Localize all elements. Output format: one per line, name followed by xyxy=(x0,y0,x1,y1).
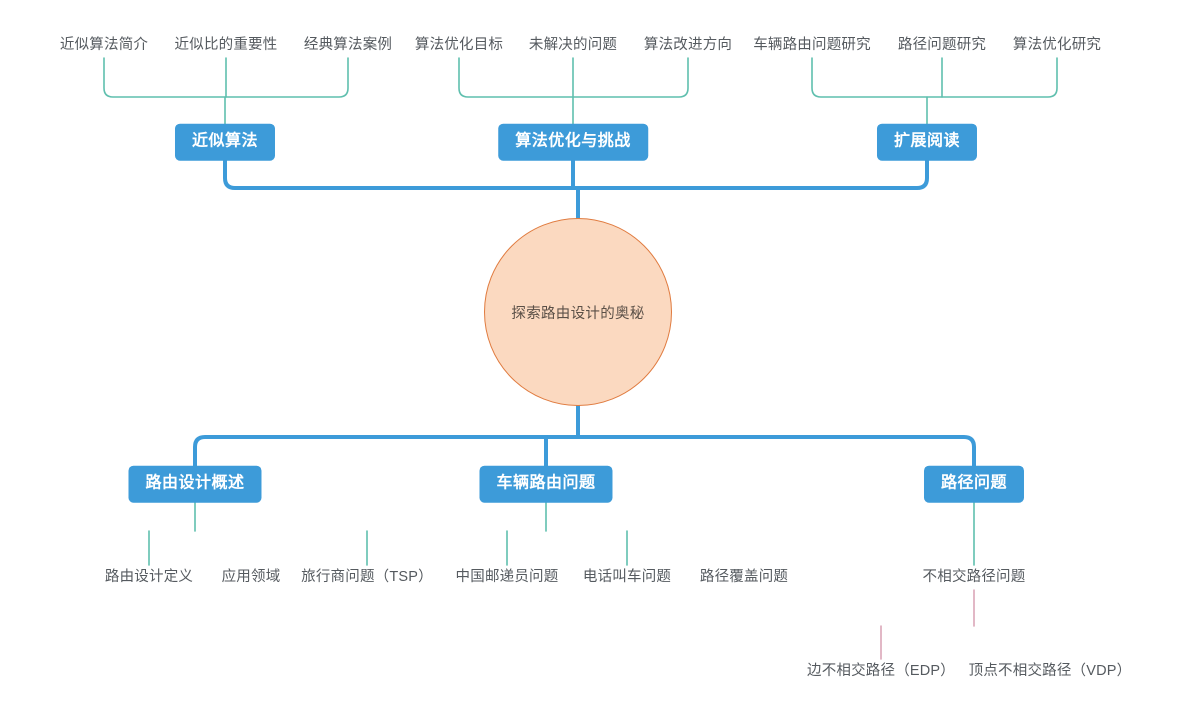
top-leaf-1-0[interactable]: 算法优化目标 xyxy=(414,36,504,53)
root-node-label: 探索路由设计的奥秘 xyxy=(511,305,645,322)
top-branch-0-bus xyxy=(103,57,349,98)
bottom-branch-node-1[interactable]: 车辆路由问题 xyxy=(479,465,613,503)
top-leaf-2-1[interactable]: 路径问题研究 xyxy=(897,36,987,53)
bottom-leaf-2-0[interactable]: 不相交路径问题 xyxy=(922,568,1026,585)
top-leaf-0-1[interactable]: 近似比的重要性 xyxy=(174,36,278,53)
top-branch-node-1[interactable]: 算法优化与挑战 xyxy=(498,123,648,161)
top-leaf-0-2[interactable]: 经典算法案例 xyxy=(303,36,393,53)
top-branch-node-0[interactable]: 近似算法 xyxy=(174,123,276,161)
bottom-leaf-1-0[interactable]: 旅行商问题（TSP） xyxy=(301,568,433,585)
bottom-branch-node-0[interactable]: 路由设计概述 xyxy=(128,465,262,503)
top-branch-2-bus xyxy=(811,57,1058,98)
root-node[interactable]: 探索路由设计的奥秘 xyxy=(484,218,672,406)
top-branch-1-bus xyxy=(458,57,689,98)
bottom-subleaf-2-0[interactable]: 边不相交路径（EDP） xyxy=(806,662,956,679)
top-leaf-1-1[interactable]: 未解决的问题 xyxy=(528,36,618,53)
root-top-bus xyxy=(223,157,929,190)
bottom-leaf-0-0[interactable]: 路由设计定义 xyxy=(104,568,194,585)
bottom-leaf-1-2[interactable]: 电话叫车问题 xyxy=(582,568,672,585)
top-leaf-2-0[interactable]: 车辆路由问题研究 xyxy=(753,36,871,53)
bottom-leaf-1-1[interactable]: 中国邮递员问题 xyxy=(455,568,559,585)
bottom-leaf-1-3[interactable]: 路径覆盖问题 xyxy=(699,568,789,585)
bottom-branch-node-2[interactable]: 路径问题 xyxy=(923,465,1025,503)
top-leaf-2-2[interactable]: 算法优化研究 xyxy=(1012,36,1102,53)
top-leaf-1-2[interactable]: 算法改进方向 xyxy=(643,36,733,53)
bottom-subleaf-2-1[interactable]: 顶点不相交路径（VDP） xyxy=(968,662,1132,679)
top-branch-node-2[interactable]: 扩展阅读 xyxy=(876,123,978,161)
root-bottom-bus xyxy=(193,435,976,470)
top-leaf-0-0[interactable]: 近似算法简介 xyxy=(59,36,149,53)
bottom-leaf-0-1[interactable]: 应用领域 xyxy=(221,568,281,585)
